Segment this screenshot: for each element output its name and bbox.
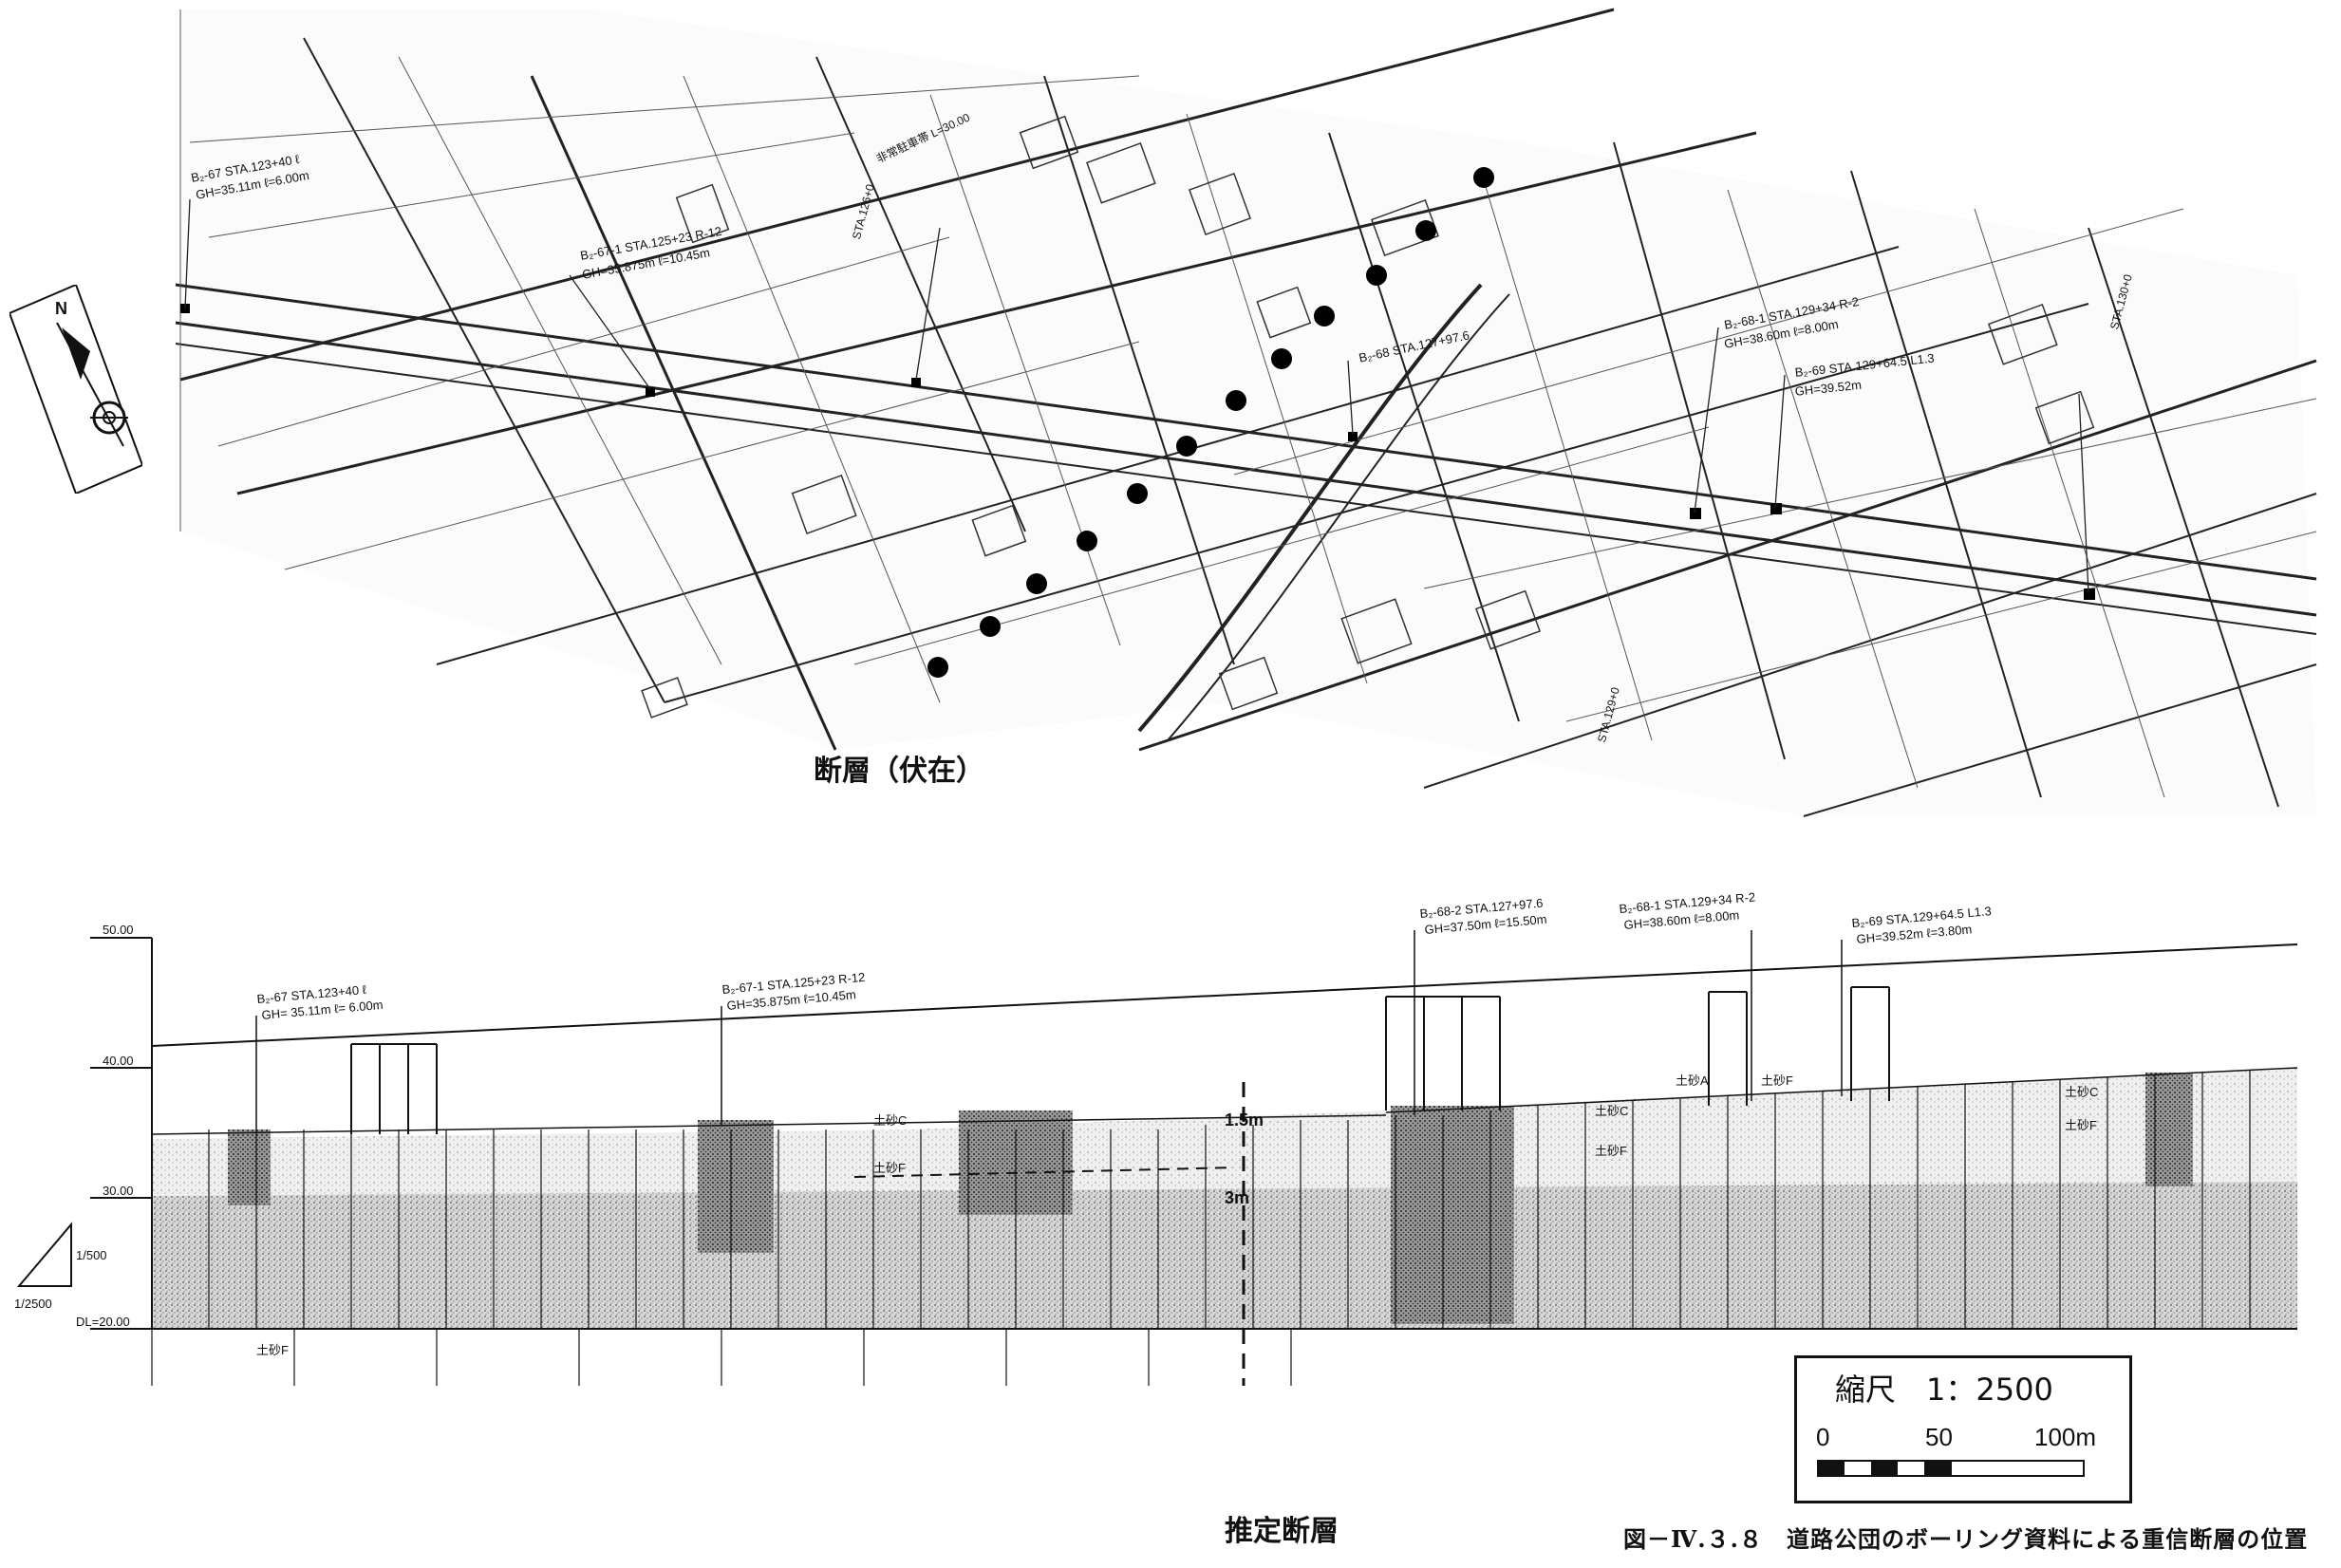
scale-tick: 0 (1816, 1423, 1830, 1451)
fault-point (1226, 390, 1246, 411)
fault-points (927, 167, 1494, 678)
figure-caption: 図－Ⅳ.３.８ 道路公団のボーリング資料による重信断層の位置 (1623, 1525, 2309, 1553)
soil-label: 土砂C (2065, 1085, 2099, 1099)
soil-label: 土砂A (1676, 1073, 1709, 1088)
elevation-label: 30.00 (103, 1184, 134, 1198)
offset-label: 3m (1225, 1188, 1250, 1207)
fault-point (1366, 265, 1387, 286)
soil-label: 土砂C (873, 1113, 908, 1128)
map-caption: 断層（伏在） (814, 755, 984, 788)
elevation-label: 50.00 (103, 923, 134, 937)
soil-label: 土砂F (256, 1343, 289, 1357)
soil-label: 土砂F (1761, 1073, 1793, 1088)
fault-point (980, 616, 1001, 637)
soil-label: 土砂F (2065, 1118, 2097, 1132)
slope-label: 1/500 (76, 1248, 107, 1262)
soil-label: 土砂F (873, 1161, 906, 1175)
fault-point (1127, 483, 1148, 504)
scale-tick: 100m (2034, 1423, 2097, 1451)
fault-point (1026, 573, 1047, 594)
fault-point (927, 657, 948, 678)
fault-point (1271, 348, 1292, 369)
elevation-label: DL=20.00 (76, 1315, 130, 1329)
scale-box: 縮尺 1：2500 0 50 100m (1794, 1355, 2132, 1503)
offset-label: 1.5m (1225, 1111, 1264, 1129)
elevation-label: 40.00 (103, 1054, 134, 1068)
soil-label: 土砂F (1595, 1144, 1627, 1158)
scale-title: 縮尺 1：2500 (1835, 1372, 2053, 1408)
north-label: N (55, 299, 67, 318)
cross-section: 50.00 40.00 30.00 DL=20.00 1/500 1/2500 … (0, 854, 2341, 1548)
plan-map-drawing (175, 8, 2317, 817)
section-caption: 推定断層 (1225, 1515, 1339, 1548)
cross-section-drawing (16, 930, 2298, 1386)
plan-map: N B₂-67 STA.123+40 ℓ GH=35.11m ℓ=6.00m B… (9, 8, 2317, 817)
north-arrow: N (9, 285, 142, 494)
fault-point (1314, 306, 1335, 327)
scale-bar (1817, 1460, 2085, 1477)
scale-tick: 50 (1925, 1423, 1953, 1451)
fault-point (1176, 436, 1197, 457)
fault-point (1415, 220, 1436, 241)
fault-point (1077, 531, 1097, 551)
slope-label: 1/2500 (14, 1297, 52, 1311)
fault-point (1473, 167, 1494, 188)
soil-label: 土砂C (1595, 1104, 1629, 1118)
